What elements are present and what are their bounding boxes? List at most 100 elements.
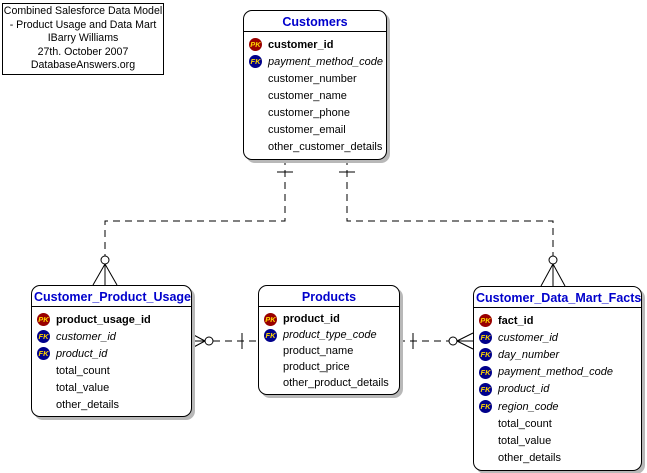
badge-spacer xyxy=(37,381,50,394)
field-customer_number: customer_number xyxy=(268,72,357,85)
field-row: FK payment_method_code xyxy=(479,364,637,381)
badge-spacer xyxy=(249,89,262,102)
field-row: other_product_details xyxy=(264,375,395,391)
fk-key-icon: FK xyxy=(479,348,492,362)
field-product_id: product_id xyxy=(56,347,108,360)
field-total_count: total_count xyxy=(56,364,110,377)
field-product_id: product_id xyxy=(283,313,340,325)
pk-key-icon: PK xyxy=(264,312,277,326)
field-day_number: day_number xyxy=(498,348,560,361)
field-other_product_details: other_product_details xyxy=(283,377,389,389)
field-row: product_price xyxy=(264,359,395,375)
field-total_count: total_count xyxy=(498,417,552,430)
rel-products-to-data-mart-facts xyxy=(398,332,474,350)
badge-spacer xyxy=(479,434,492,447)
field-row: customer_number xyxy=(249,70,382,87)
fk-key-icon: FK xyxy=(264,328,277,342)
title-line: Combined Salesforce Data Model xyxy=(3,5,163,18)
badge-spacer xyxy=(264,361,277,374)
author-line: IBarry Williams xyxy=(47,32,119,45)
fk-key-icon: FK xyxy=(479,331,492,345)
pk-key-icon: PK xyxy=(479,314,492,328)
field-row: FK customer_id xyxy=(479,329,637,346)
zero-circle-icon xyxy=(448,336,458,346)
field-total_value: total_value xyxy=(498,434,552,447)
field-row: FK customer_id xyxy=(37,328,187,345)
relationship-line xyxy=(346,158,554,256)
fk-key-icon: FK xyxy=(479,365,492,379)
fk-key-icon: FK xyxy=(249,55,262,68)
field-customer_id: customer_id xyxy=(56,330,116,343)
badge-spacer xyxy=(264,345,277,358)
field-row: total_count xyxy=(479,415,637,432)
field-row: FK region_code xyxy=(479,398,637,415)
date-line: 27th. October 2007 xyxy=(37,45,129,58)
entity-title-customers: Customers xyxy=(244,11,386,32)
crow-foot-icon xyxy=(540,263,566,287)
field-row: other_details xyxy=(479,450,637,467)
entity-title-customer-product-usage: Customer_Product_Usage xyxy=(32,286,191,307)
zero-circle-icon xyxy=(100,255,110,265)
field-row: FK product_id xyxy=(37,345,187,362)
rel-customers-to-data-mart-facts xyxy=(339,158,566,287)
field-customer_phone: customer_phone xyxy=(268,106,350,119)
field-row: total_count xyxy=(37,362,187,379)
crow-foot-icon xyxy=(92,263,118,286)
fk-key-icon: FK xyxy=(37,347,50,360)
field-row: PK customer_id xyxy=(249,36,382,53)
field-customer_id: customer_id xyxy=(498,331,558,344)
crow-foot-icon xyxy=(189,332,206,350)
field-payment_method_code: payment_method_code xyxy=(268,55,383,68)
fk-key-icon: FK xyxy=(37,330,50,343)
pk-key-icon: PK xyxy=(37,313,50,326)
field-row: other_customer_details xyxy=(249,138,382,155)
field-other_customer_details: other_customer_details xyxy=(268,140,383,153)
zero-circle-icon xyxy=(204,336,214,346)
field-product_type_code: product_type_code xyxy=(283,329,377,341)
relationship-line xyxy=(104,158,286,256)
field-customer_id: customer_id xyxy=(268,38,334,51)
field-other_details: other_details xyxy=(498,452,561,465)
badge-spacer xyxy=(37,364,50,377)
badge-spacer xyxy=(249,106,262,119)
badge-spacer xyxy=(249,123,262,136)
field-customer_name: customer_name xyxy=(268,89,347,102)
crow-foot-icon xyxy=(456,332,474,350)
field-product_id: product_id xyxy=(498,383,550,396)
field-row: customer_name xyxy=(249,87,382,104)
entity-title-products: Products xyxy=(259,286,399,307)
badge-spacer xyxy=(479,417,492,430)
pk-key-icon: PK xyxy=(249,38,262,51)
field-region_code: region_code xyxy=(498,400,559,413)
field-row: PK product_usage_id xyxy=(37,311,187,328)
fk-key-icon: FK xyxy=(479,400,492,414)
field-row: customer_phone xyxy=(249,104,382,121)
field-total_value: total_value xyxy=(56,381,110,394)
website-line: DatabaseAnswers.org xyxy=(30,59,136,72)
field-row: total_value xyxy=(479,432,637,449)
badge-spacer xyxy=(37,398,50,411)
badge-spacer xyxy=(479,452,492,465)
field-customer_email: customer_email xyxy=(268,123,346,136)
badge-spacer xyxy=(249,140,262,153)
field-row: other_details xyxy=(37,396,187,413)
field-payment_method_code: payment_method_code xyxy=(498,366,613,379)
field-product_usage_id: product_usage_id xyxy=(56,313,151,326)
field-row: total_value xyxy=(37,379,187,396)
badge-spacer xyxy=(264,377,277,390)
entity-customer-product-usage: Customer_Product_Usage PK product_usage_i… xyxy=(31,285,192,417)
field-row: customer_email xyxy=(249,121,382,138)
diagram-title-box: Combined Salesforce Data Model - Product… xyxy=(2,3,164,75)
zero-circle-icon xyxy=(548,255,558,265)
field-row: FK payment_method_code xyxy=(249,53,383,70)
entity-title-customer-data-mart-facts: Customer_Data_Mart_Facts xyxy=(474,287,641,308)
